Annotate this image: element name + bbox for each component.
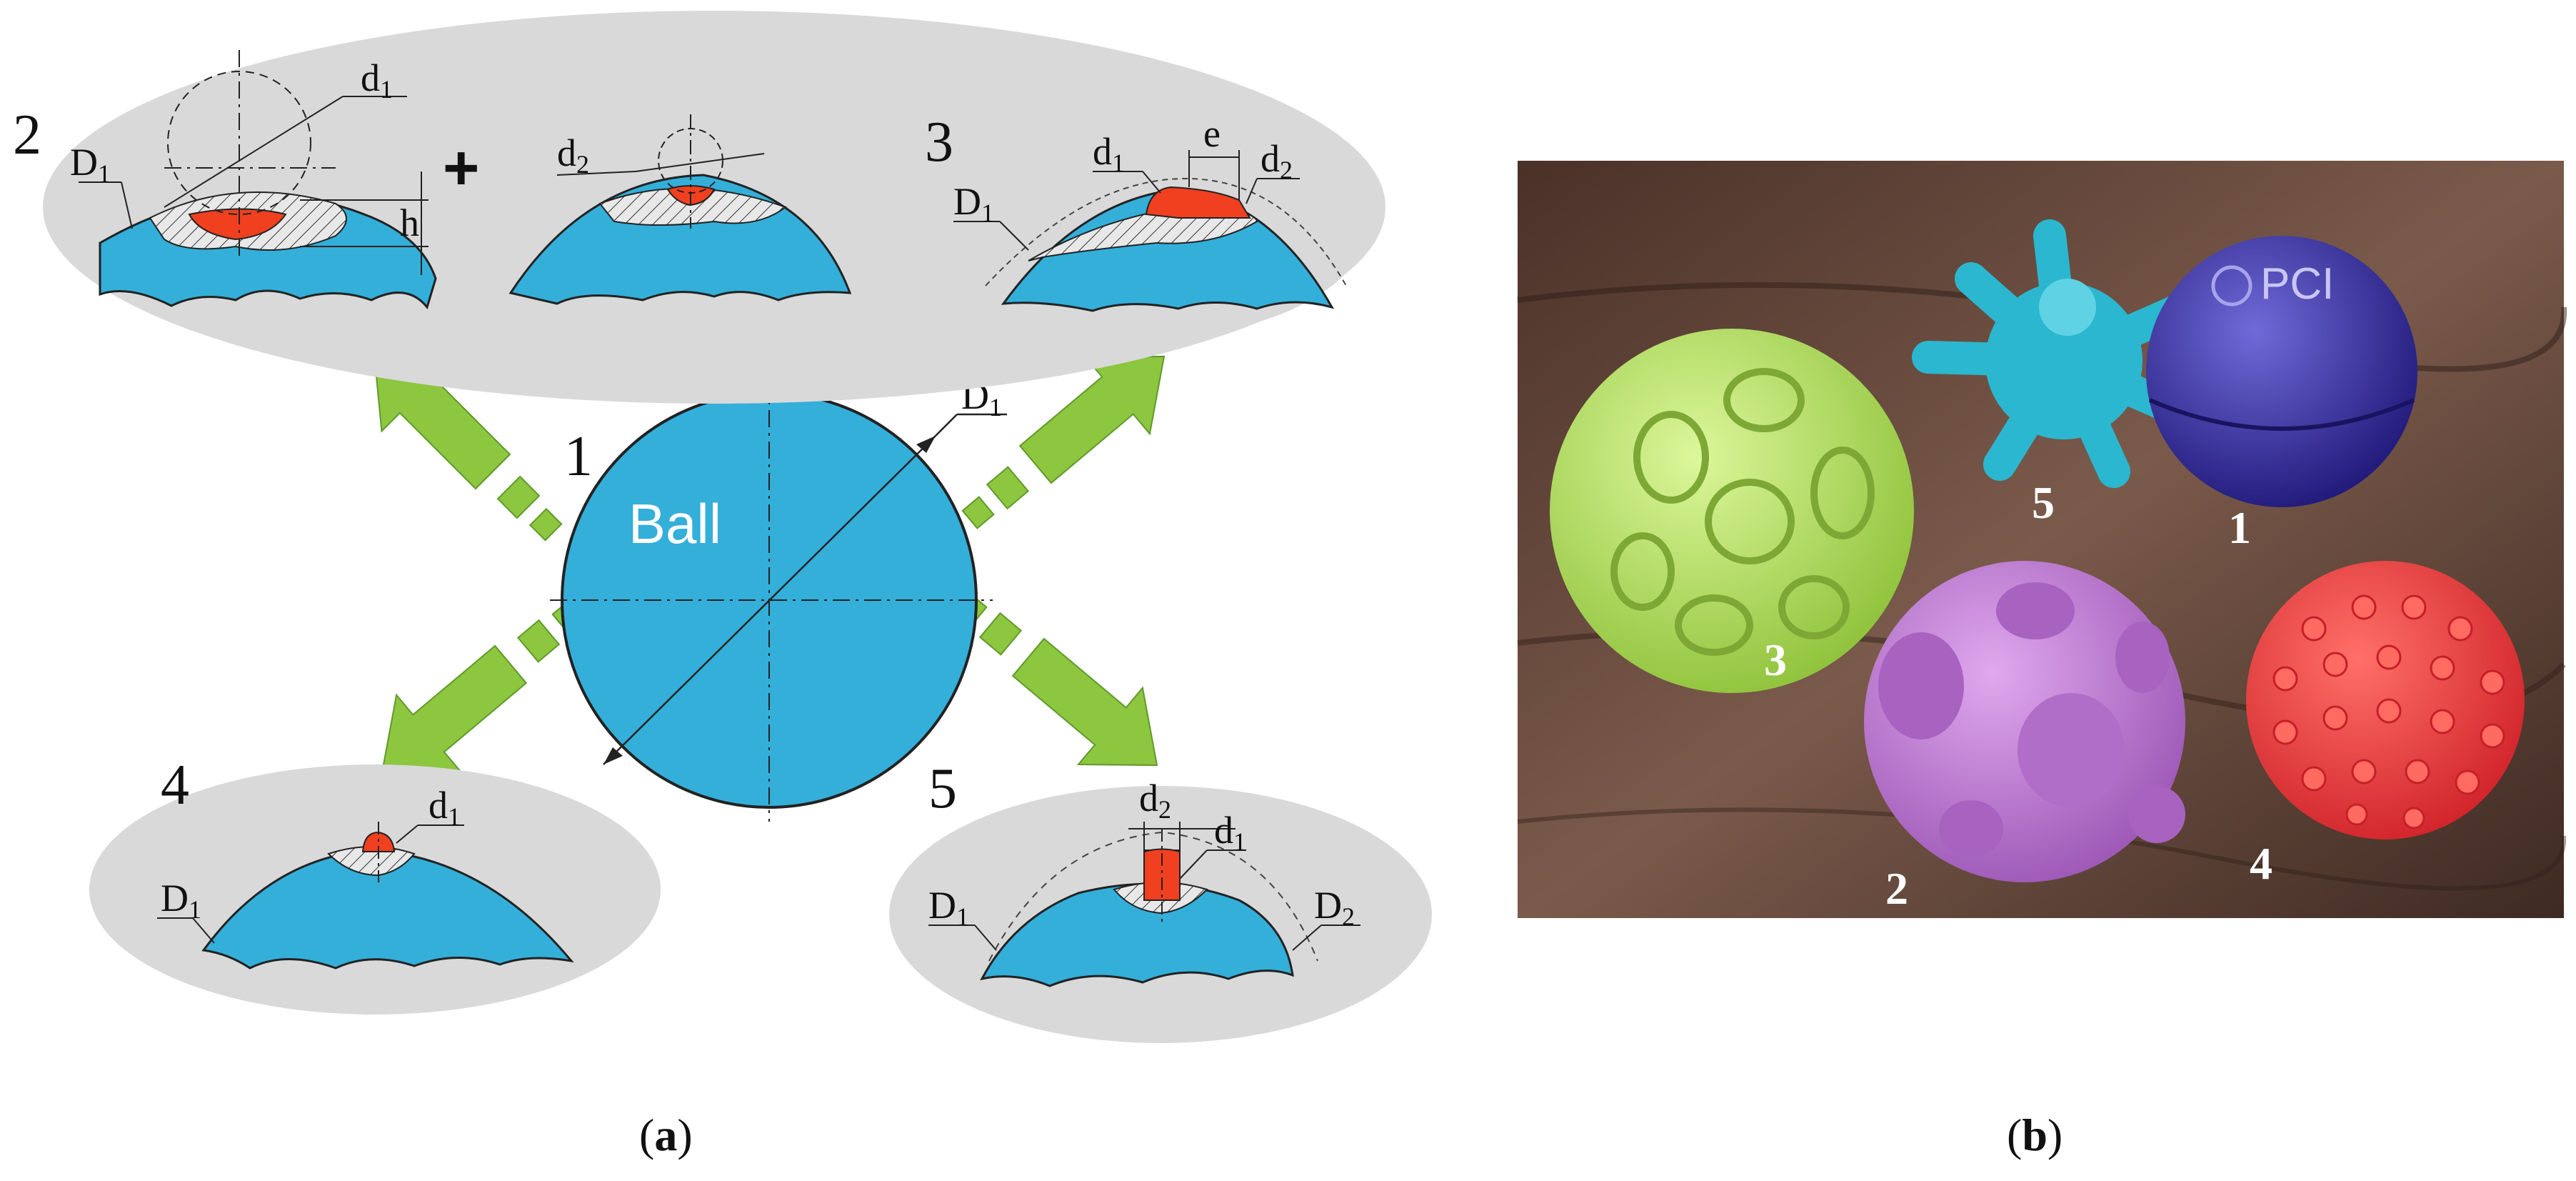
svg-text:D1: D1	[928, 884, 969, 931]
svg-text:D1: D1	[953, 180, 994, 227]
label-sub: 1	[956, 902, 969, 931]
dim-label-sub: 1	[989, 393, 1002, 422]
label-sub: 1	[189, 895, 201, 924]
label-sub: 2	[1158, 795, 1171, 824]
variant-5: 5 D1 d2 d1 D2	[889, 757, 1432, 1043]
panel-b: PCI 5 1 3 2	[1517, 161, 2567, 1160]
label-d1: d	[361, 56, 380, 99]
photo-number-1: 1	[2228, 502, 2251, 553]
label-sub: 1	[98, 159, 111, 188]
label-sub: 1	[1112, 149, 1125, 177]
variant-4: 4 D1 d1	[89, 754, 661, 1015]
label-d2: d	[1261, 137, 1280, 180]
variant-3: 3 D1 d1 e d2	[925, 86, 1375, 336]
svg-text:D1: D1	[161, 877, 201, 924]
photo-number-3: 3	[1764, 634, 1787, 685]
purple-ball-2	[1864, 561, 2185, 882]
svg-text:d2: d2	[1261, 137, 1293, 184]
label-d1: d	[429, 784, 448, 827]
label-sub: 1	[380, 75, 393, 104]
label-d2: d	[1139, 777, 1158, 819]
label-sub: 2	[1342, 902, 1355, 931]
photo-number-4: 4	[2250, 838, 2272, 889]
svg-text:D2: D2	[1314, 884, 1355, 931]
label-D1: D	[161, 877, 189, 920]
label-D1: D	[928, 884, 956, 927]
ball-label: Ball	[628, 492, 721, 555]
label-sub: 1	[448, 802, 461, 831]
label-D2: D	[1314, 884, 1342, 927]
arrow-up-right	[961, 355, 1166, 529]
label-sub: 2	[1280, 156, 1293, 184]
label-e: e	[1203, 112, 1221, 155]
pci-logo-icon	[2211, 265, 2252, 307]
brand-text: PCI	[2260, 259, 2334, 309]
green-ball-3	[1550, 329, 1914, 693]
label-sub: 2	[576, 150, 589, 179]
arrow-down-left	[381, 599, 585, 774]
label-d1: d	[1214, 809, 1233, 852]
caption-b: (b)	[2007, 1110, 2063, 1160]
svg-text:d2: d2	[1139, 777, 1171, 824]
photo-number-2: 2	[1885, 863, 1908, 914]
caption-a: (a)	[639, 1110, 693, 1160]
variant-number: 5	[928, 757, 957, 820]
label-d2: d	[557, 131, 576, 174]
plus-sign: +	[443, 132, 479, 203]
label-D1: D	[953, 180, 981, 223]
svg-text:d1: d1	[429, 784, 461, 831]
blue-pci-ball-1: PCI	[2146, 236, 2417, 507]
center-number: 1	[564, 425, 593, 488]
cyan-spiky-ball-5	[1912, 219, 2202, 488]
label-h: h	[400, 201, 419, 244]
variant-number: 4	[161, 754, 189, 817]
label-d1: d	[1093, 130, 1112, 173]
svg-text:d2: d2	[557, 131, 589, 179]
svg-text:D1: D1	[70, 141, 111, 188]
arrow-up-left	[373, 352, 563, 542]
photo-number-5: 5	[2032, 477, 2055, 528]
svg-text:d1: d1	[1214, 809, 1246, 856]
label-D1: D	[70, 141, 98, 184]
photo-ball-numbers: 5 1 3 2 4	[1764, 477, 2272, 914]
panel-a: D1 Ball 1 2 D1 d1 h +	[13, 11, 1432, 1160]
variant-number: 3	[925, 111, 953, 174]
svg-text:d1: d1	[361, 56, 393, 104]
center-ball: D1 Ball 1	[550, 374, 1007, 822]
label-sub: 1	[1233, 827, 1246, 856]
svg-text:d1: d1	[1093, 130, 1125, 177]
red-ball-4	[2246, 561, 2525, 839]
label-sub: 1	[981, 199, 994, 227]
variant-number: 2	[13, 104, 41, 166]
